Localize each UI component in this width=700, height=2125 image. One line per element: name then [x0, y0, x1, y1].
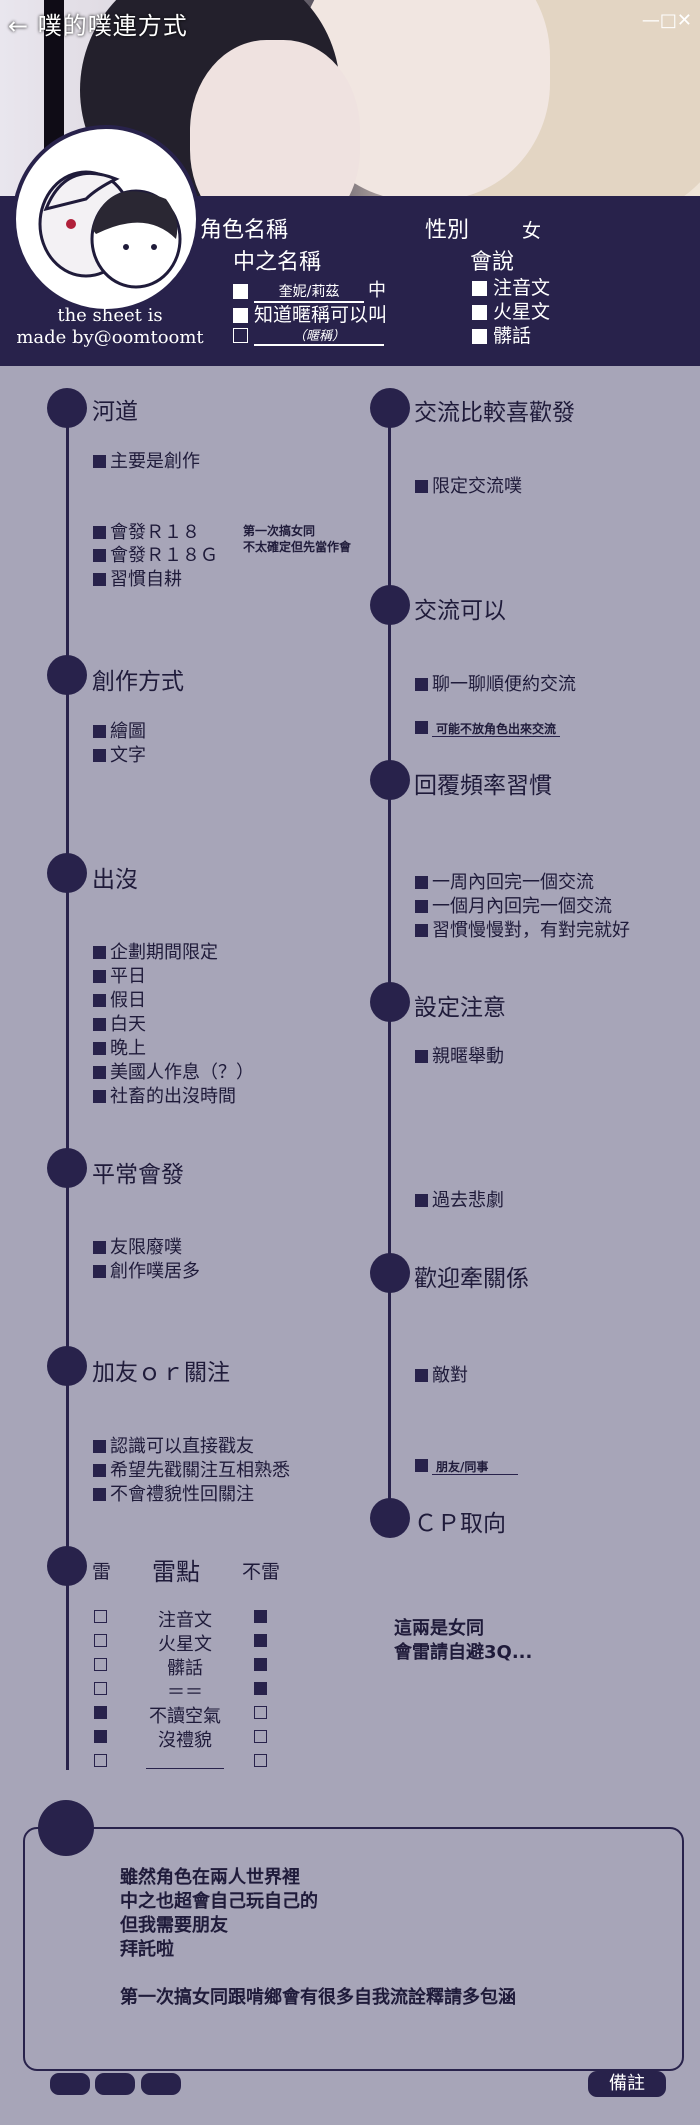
section-title-posts: 平常會發 [92, 1162, 184, 1188]
nickname-ok-text: 知道暱稱可以叫 [254, 304, 388, 326]
section-dot [47, 853, 87, 893]
list-item: 會發Ｒ１８ [93, 518, 200, 544]
list-item: 假日 [93, 986, 146, 1012]
window-controls[interactable]: —□✕ [641, 10, 692, 31]
nakanohito-label: 中之名稱 [233, 250, 322, 275]
name-value: 奎妮/莉茲 [254, 281, 364, 303]
section-title-river: 河道 [92, 399, 138, 425]
left-timeline-line [66, 405, 69, 1770]
list-item: 敵對 [415, 1361, 468, 1387]
table-row: 火星文 [94, 1630, 274, 1655]
list-item: 美國人作息（？） [93, 1058, 254, 1084]
list-item: 企劃期間限定 [93, 938, 218, 964]
page-pill[interactable] [141, 2073, 181, 2095]
list-item: 主要是創作 [93, 447, 200, 473]
section-title-ok: 交流可以 [414, 598, 506, 624]
gender-label: 性別 [425, 218, 470, 243]
remarks-box [23, 1827, 684, 2071]
name-suffix: 中 [368, 280, 386, 301]
name-row: 奎妮/莉茲中 [233, 276, 386, 303]
section-dot [47, 1546, 87, 1586]
list-item: 可能不放角色出來交流 [415, 720, 561, 737]
table-row: 髒話 [94, 1654, 274, 1679]
list-item: 社畜的出沒時間 [93, 1082, 236, 1108]
page-pill[interactable] [95, 2073, 135, 2095]
mine-right-label: 不雷 [242, 1561, 281, 1583]
nickname-placeholder[interactable]: （暱稱） [254, 325, 384, 346]
river-note: 第一次搞女同不太確定但先當作會 [243, 524, 352, 554]
list-item: 親暱舉動 [415, 1042, 504, 1068]
section-dot [47, 1148, 87, 1188]
list-item: 文字 [93, 741, 146, 767]
list-item: 創作噗居多 [93, 1257, 200, 1283]
right-timeline-line [388, 405, 391, 1515]
name-checkbox[interactable] [233, 283, 248, 299]
section-title-setting: 設定注意 [414, 995, 506, 1021]
list-item: 聊一聊順便約交流 [415, 670, 576, 696]
section-dot [370, 760, 410, 800]
section-title-mine: 雷點 [152, 1558, 200, 1586]
table-row: ＝＝ [94, 1678, 274, 1703]
avatar [12, 125, 200, 313]
section-dot [370, 1498, 410, 1538]
list-item: 一個月內回完一個交流 [415, 892, 612, 918]
section-title-prefer: 交流比較喜歡發 [414, 400, 575, 426]
section-title-relation: 歡迎牽關係 [414, 1266, 529, 1292]
gender-value: 女 [522, 220, 542, 242]
section-dot [370, 1253, 410, 1293]
speak-option[interactable]: 火星文 [472, 300, 550, 324]
speak-option[interactable]: 髒話 [472, 324, 550, 348]
section-title-appear: 出沒 [92, 867, 138, 893]
section-dot [47, 655, 87, 695]
list-item: 過去悲劇 [415, 1186, 504, 1212]
table-row [94, 1750, 274, 1771]
list-item: 認識可以直接戳友 [93, 1432, 254, 1458]
list-item: 會發Ｒ１８Ｇ [93, 541, 218, 567]
nickname-checkbox[interactable] [233, 308, 248, 323]
window-title[interactable]: ← 噗的噗連方式 [8, 12, 188, 40]
list-item: 限定交流噗 [415, 472, 522, 498]
role-name-label: 角色名稱 [200, 218, 289, 243]
speak-options: 注音文 火星文 髒話 [472, 276, 550, 348]
cp-note: 這兩是女同 會雷請自避3Q... [394, 1618, 533, 1663]
nickname-row: 知道暱稱可以叫 [233, 300, 387, 327]
list-item: 不會禮貌性回關注 [93, 1480, 254, 1506]
section-title-reply: 回覆頻率習慣 [414, 773, 552, 799]
section-dot [370, 585, 410, 625]
section-title-follow: 加友ｏｒ關注 [92, 1360, 230, 1386]
list-item: 晚上 [93, 1034, 146, 1060]
list-item: 一周內回完一個交流 [415, 868, 594, 894]
remarks-dot [38, 1800, 94, 1856]
remarks-text: 雖然角色在兩人世界裡 中之也超會自己玩自己的 但我需要朋友 拜託啦 第一次搞女同… [120, 1867, 516, 2008]
list-item: 白天 [93, 1010, 146, 1036]
section-title-cp: ＣＰ取向 [414, 1511, 506, 1537]
section-title-creation: 創作方式 [92, 669, 184, 695]
nickname-input-checkbox[interactable] [233, 327, 248, 343]
speak-option[interactable]: 注音文 [472, 276, 550, 300]
section-dot [47, 388, 87, 428]
table-row: 注音文 [94, 1606, 274, 1631]
section-dot [47, 1346, 87, 1386]
list-item: 繪圖 [93, 717, 146, 743]
list-item: 平日 [93, 962, 146, 988]
section-dot [370, 982, 410, 1022]
character-face-dark [190, 40, 360, 196]
list-item: 朋友/同事 [415, 1458, 519, 1475]
nickname-input-row: （暱稱） [233, 324, 384, 346]
mine-left-label: 雷 [92, 1561, 112, 1583]
table-row: 不讀空氣 [94, 1702, 274, 1727]
section-dot [370, 388, 410, 428]
list-item: 習慣慢慢對，有對完就好 [415, 916, 630, 942]
credit-text: the sheet is made by@oomtoomt [16, 305, 204, 348]
list-item: 友限廢噗 [93, 1233, 182, 1259]
list-item: 習慣自耕 [93, 565, 182, 591]
list-item: 希望先戳關注互相熟悉 [93, 1456, 290, 1482]
page-pill[interactable] [50, 2073, 90, 2095]
remark-button[interactable]: 備註 [588, 2071, 666, 2097]
table-row: 沒禮貌 [94, 1726, 274, 1751]
speak-label: 會說 [470, 250, 515, 275]
header-artwork [0, 0, 700, 196]
